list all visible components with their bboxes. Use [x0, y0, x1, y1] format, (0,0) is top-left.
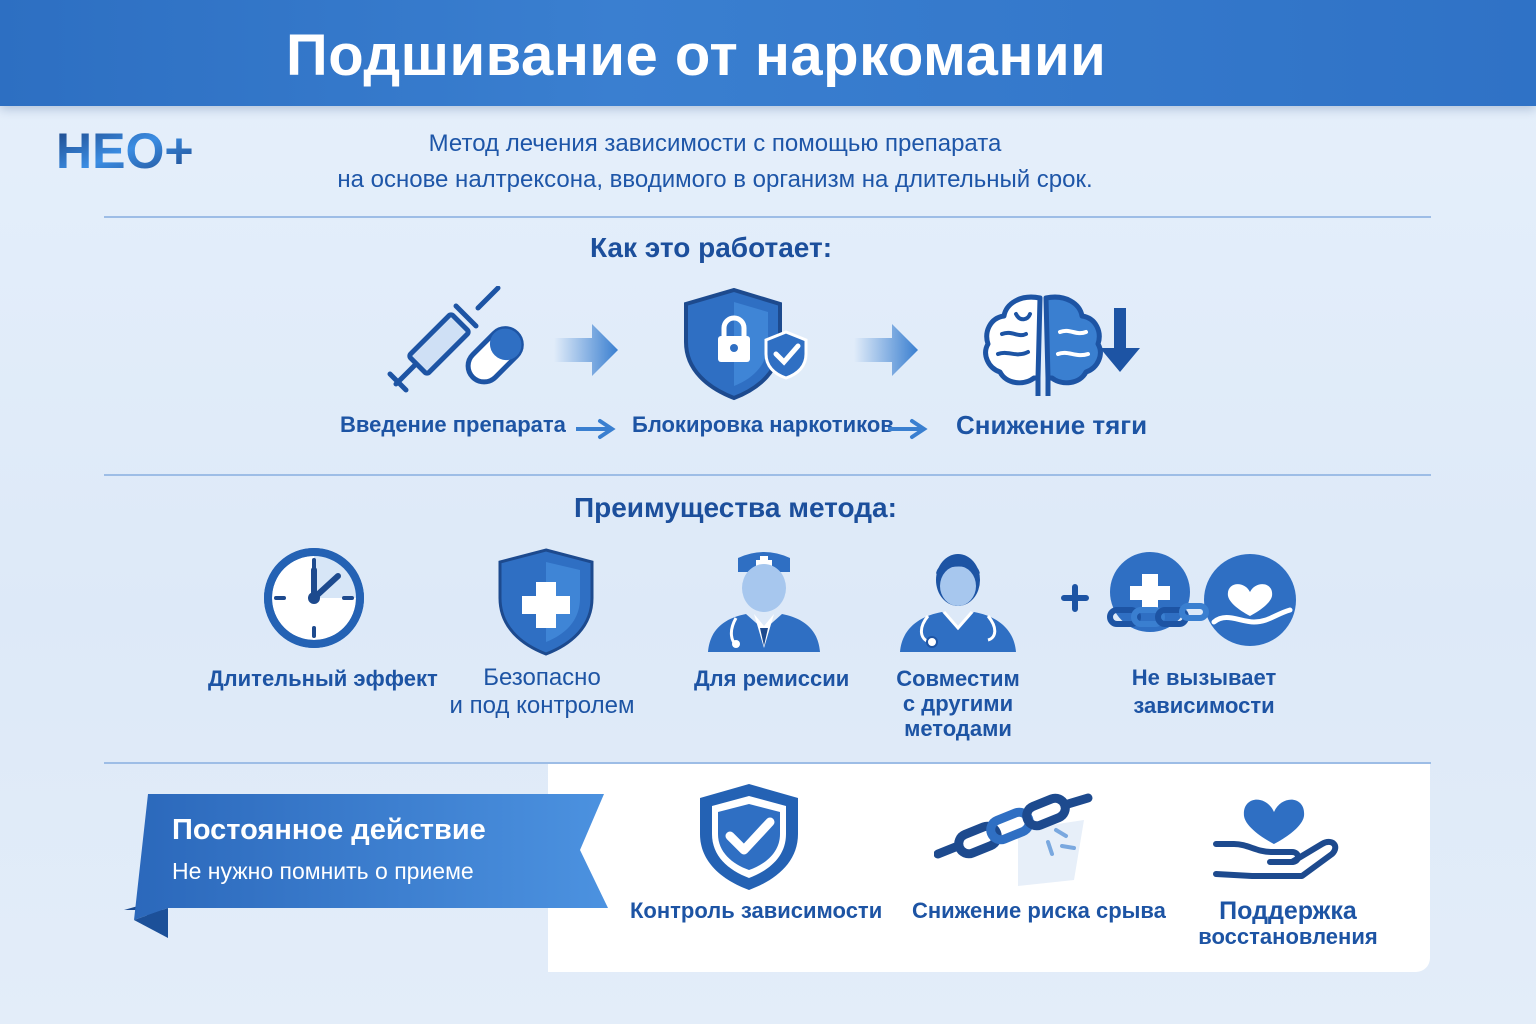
bottom-label-3-line-1: Поддержка — [1219, 897, 1357, 925]
shield-cross-icon — [498, 548, 594, 656]
shield-check-icon — [700, 784, 798, 890]
benefit-label-3: Для ремиссии — [694, 666, 850, 691]
divider — [104, 762, 1431, 764]
bottom-label-3: Поддержка восстановления — [1188, 898, 1388, 950]
ribbon-subtitle: Не нужно помнить о приеме — [172, 858, 474, 884]
bottom-panel — [548, 764, 1430, 972]
intro-line-2: на основе налтрексона, вводимого в орган… — [337, 166, 1093, 193]
ribbon-title: Постоянное действие — [172, 814, 486, 846]
hand-heart-icon — [1213, 799, 1339, 879]
benefit-label-2-line-2: и под контролем — [449, 692, 635, 719]
arrow-small-icon — [888, 419, 928, 439]
logo: НЕО+ — [56, 123, 236, 179]
logo-text: НЕО+ — [56, 124, 194, 174]
benefit-label-1: Длительный эффект — [208, 666, 438, 691]
benefit-label-2: Безопасно и под контролем — [430, 664, 654, 720]
benefit-label-5: Не вызывает зависимости — [1112, 664, 1296, 720]
step-label-2: Блокировка наркотиков — [632, 412, 894, 437]
intro-line-1: Метод лечения зависимости с помощью преп… — [428, 130, 1002, 157]
divider — [104, 216, 1431, 218]
bottom-label-1: Контроль зависимости — [630, 898, 883, 923]
how-title: Как это работает: — [590, 232, 833, 263]
bottom-label-3-line-2: восстановления — [1198, 924, 1378, 949]
brain-down-icon — [983, 294, 1140, 396]
header-banner — [0, 0, 1536, 106]
arrow-right-icon — [554, 324, 618, 376]
benefit-label-5-line-1: Не вызывает — [1131, 665, 1277, 690]
benefit-label-4-line-1: Совместим — [896, 666, 1020, 691]
divider — [104, 474, 1431, 476]
intro-text: Метод лечения зависимости с помощью преп… — [290, 126, 1140, 198]
step-label-1: Введение препарата — [340, 412, 566, 437]
shield-lock-icon — [684, 288, 808, 401]
benefit-label-4: Совместим с другими методами — [876, 666, 1040, 741]
arrow-small-icon — [576, 419, 616, 439]
broken-chain-icon — [934, 793, 1093, 886]
ribbon-banner — [124, 794, 608, 938]
benefits-title: Преимущества метода: — [574, 492, 897, 523]
syringe-pill-icon — [387, 286, 524, 393]
logo-mark: НЕО+ — [56, 123, 194, 179]
benefit-label-5-line-2: зависимости — [1133, 693, 1275, 718]
benefit-label-2-line-1: Безопасно — [483, 664, 601, 691]
cross-heart-icon — [1061, 552, 1296, 646]
benefit-label-4-line-3: методами — [904, 716, 1012, 741]
benefit-label-4-line-2: с другими — [902, 691, 1014, 716]
clock-icon — [264, 548, 364, 648]
doctor-icon — [708, 552, 820, 652]
arrow-right-icon — [854, 324, 918, 376]
step-label-3: Снижение тяги — [956, 410, 1148, 440]
page-title: Подшивание от наркомании — [286, 23, 1107, 88]
medic-icon — [900, 554, 1016, 652]
bottom-label-2: Снижение риска срыва — [912, 898, 1166, 923]
